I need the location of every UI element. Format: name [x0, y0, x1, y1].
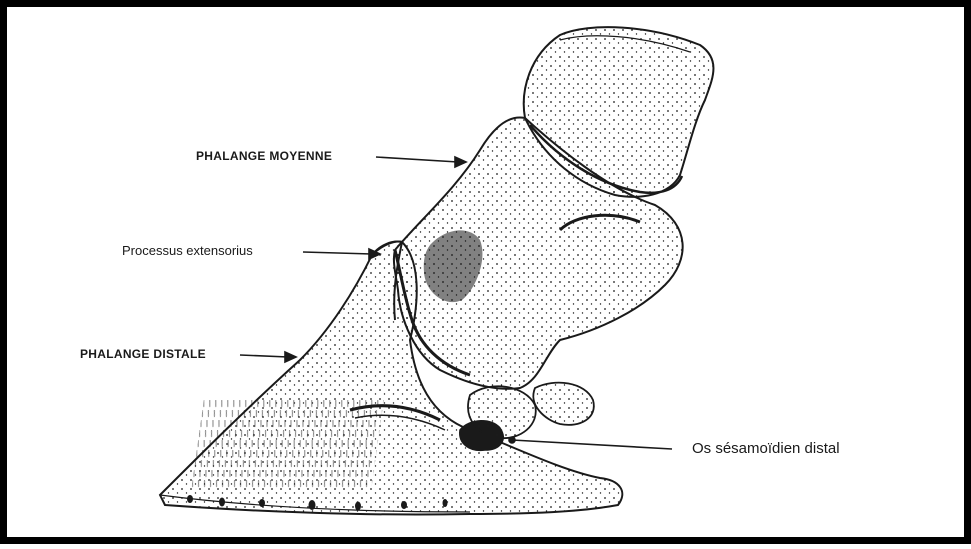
leader-line-extensor-process	[303, 252, 372, 254]
arrowhead-distal-phalanx	[285, 352, 296, 362]
pointer-dot-distal-sesamoid	[509, 437, 515, 443]
label-distal-phalanx: PHALANGE DISTALE	[80, 347, 206, 361]
label-middle-phalanx: PHALANGE MOYENNE	[196, 149, 332, 163]
arrowhead-middle-phalanx	[455, 157, 466, 167]
leader-line-distal-sesamoid	[512, 440, 672, 449]
label-distal-sesamoid: Os sésamoïdien distal	[692, 440, 840, 457]
leader-line-middle-phalanx	[376, 157, 458, 162]
leader-line-distal-phalanx	[240, 355, 288, 357]
label-extensor-process: Processus extensorius	[122, 243, 253, 258]
